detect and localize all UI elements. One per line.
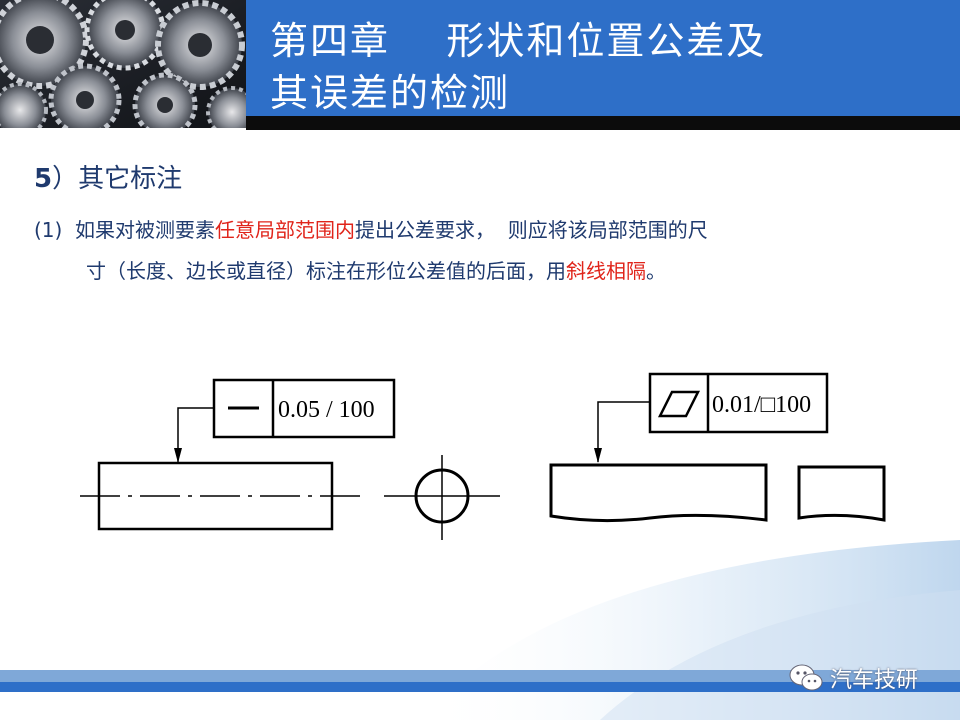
right-plate-side bbox=[797, 465, 886, 522]
right-leader-arrow bbox=[594, 448, 602, 463]
section-number: 5 bbox=[34, 164, 53, 194]
paragraph-line1-highlight: 任意局部范围内 bbox=[215, 218, 356, 242]
slide-header: 第四章 形状和位置公差及 其误差的检测 bbox=[0, 0, 960, 130]
page-title-line1: 第四章 形状和位置公差及 bbox=[270, 19, 767, 63]
wechat-icon bbox=[789, 664, 823, 691]
section-heading-text: ）其它标注 bbox=[52, 164, 183, 194]
section-heading: 5）其它标注 bbox=[34, 158, 182, 195]
paragraph-line-1: (1) 如果对被测要素任意局部范围内提出公差要求， 则应将该局部范围的尺 bbox=[34, 214, 708, 243]
right-drawing bbox=[549, 372, 886, 523]
paragraph-line-2: 寸（长度、边长或直径）标注在形位公差值的后面，用斜线相隔。 bbox=[86, 255, 666, 284]
footer-bar-dark bbox=[0, 682, 960, 692]
title-band: 第四章 形状和位置公差及 其误差的检测 bbox=[246, 0, 960, 116]
paragraph-line1-prefix: (1) 如果对被测要素 bbox=[34, 218, 216, 242]
watermark-text: 汽车技研 bbox=[830, 668, 919, 693]
left-drawing bbox=[80, 378, 500, 540]
right-tolerance-frame bbox=[648, 372, 829, 434]
tolerance-drawings: 0.05 / 100 0.01/□100 bbox=[80, 372, 886, 540]
footer-bar-light bbox=[0, 670, 960, 682]
paragraph-line2-highlight: 斜线相隔 bbox=[566, 259, 646, 283]
paragraph-line1-suffix: 提出公差要求， 则应将该局部范围的尺 bbox=[355, 218, 708, 242]
paragraph-line2-suffix: 。 bbox=[646, 259, 666, 283]
title-underline bbox=[246, 116, 960, 130]
gear-photo bbox=[0, 0, 246, 128]
gears-image bbox=[0, 0, 246, 128]
page-title-line2: 其误差的检测 bbox=[270, 71, 511, 115]
right-tolerance-value: 0.01/□100 bbox=[712, 392, 811, 418]
paragraph-line2-prefix: 寸（长度、边长或直径）标注在形位公差值的后面，用 bbox=[86, 259, 566, 283]
flatness-icon bbox=[657, 390, 701, 418]
left-leader-arrow bbox=[174, 448, 182, 463]
left-tolerance-value: 0.05 / 100 bbox=[278, 397, 375, 423]
watermark: 汽车技研 bbox=[788, 660, 918, 696]
right-plate bbox=[549, 463, 768, 523]
